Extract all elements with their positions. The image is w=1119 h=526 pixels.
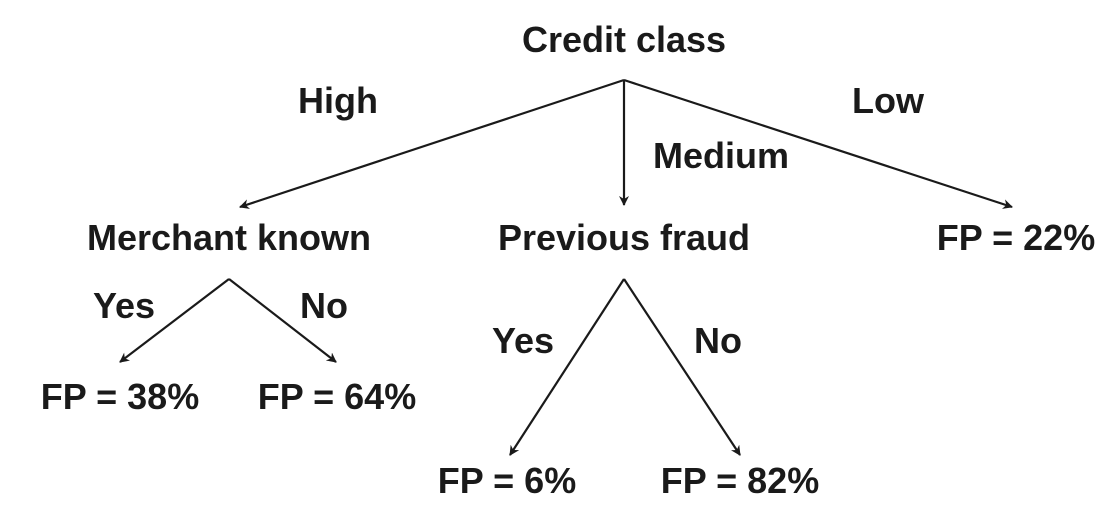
merchant-known-node-label: Merchant known xyxy=(86,217,372,258)
edge-fraud-no xyxy=(623,278,741,456)
fraud-no-leaf-label: FP = 82% xyxy=(660,460,820,501)
branch-label-low: Low xyxy=(852,80,924,121)
edge-merchant-no xyxy=(228,278,337,363)
edge-merchant-yes xyxy=(119,278,230,363)
merchant-yes-label: Yes xyxy=(92,285,156,326)
previous-fraud-node-label: Previous fraud xyxy=(497,217,751,258)
fraud-yes-label: Yes xyxy=(491,320,555,361)
merchant-yes-leaf-label: FP = 38% xyxy=(40,376,200,417)
merchant-no-label: No xyxy=(300,285,348,326)
branch-label-high: High xyxy=(298,80,378,121)
low-leaf-label: FP = 22% xyxy=(936,217,1096,258)
branch-label-medium: Medium xyxy=(652,135,790,176)
edge-low xyxy=(623,78,1013,209)
root-node-label: Credit class xyxy=(521,19,727,60)
fraud-yes-leaf-label: FP = 6% xyxy=(437,460,577,501)
merchant-no-leaf-label: FP = 64% xyxy=(257,376,417,417)
fraud-no-label: No xyxy=(694,320,742,361)
edge-high xyxy=(239,78,625,209)
edge-fraud-yes xyxy=(509,278,625,456)
